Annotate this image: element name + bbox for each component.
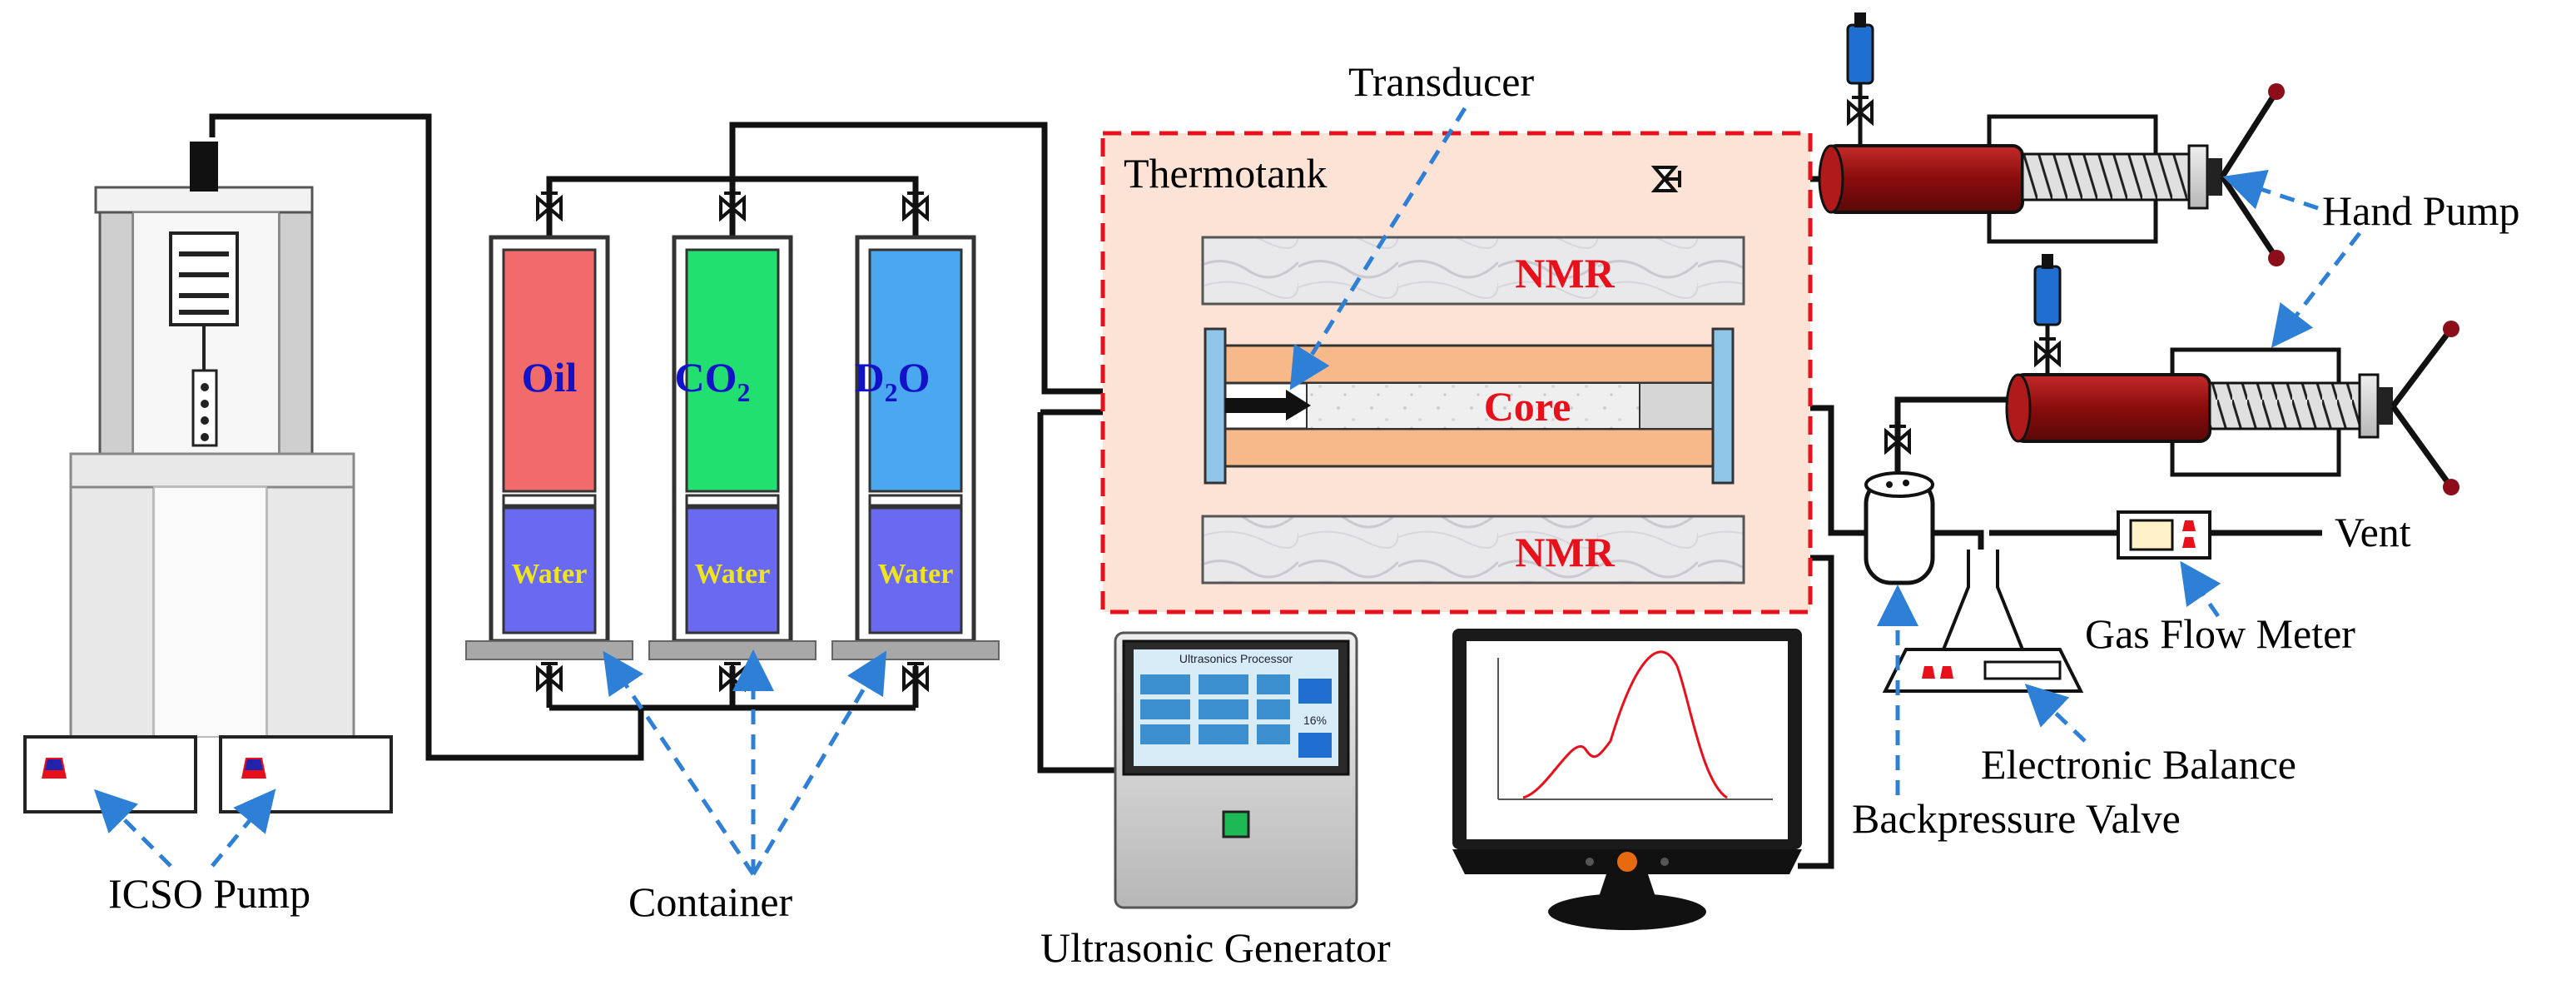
gas-cylinder [1846, 23, 1874, 85]
water-label: Water [695, 559, 771, 590]
water-chamber [502, 506, 597, 634]
containers: Oil CO2 D2O Water Water Water [465, 192, 1000, 690]
monitor-icon [1452, 629, 1802, 930]
nmr-magnet-bottom [1201, 515, 1745, 585]
core-sample [1306, 382, 1640, 430]
nmr-magnet-top [1201, 236, 1745, 306]
endcap-right [1711, 327, 1735, 485]
oil-chamber [502, 248, 597, 493]
oil-label: Oil [522, 354, 578, 401]
hand-pump-label: Hand Pump [2322, 187, 2520, 234]
electronic-balance [1882, 550, 2084, 693]
screw-spring [2021, 152, 2191, 201]
hand-pump-bottom [2005, 254, 2459, 495]
vent-label: Vent [2335, 509, 2411, 555]
water-chamber [685, 506, 780, 634]
thermotank-label: Thermotank [1124, 150, 1327, 197]
power-button[interactable] [1222, 810, 1250, 838]
nmr-label-bottom: NMR [1515, 529, 1615, 575]
water-chamber [868, 506, 963, 634]
pump-barrel [1825, 144, 2024, 214]
icso-pump-label: ICSO Pump [108, 870, 310, 917]
gas-flow-meter [2117, 510, 2211, 560]
d2o-label: D2O [854, 354, 930, 407]
screw-spring [2208, 381, 2361, 430]
backpressure-valve-label: Backpressure Valve [1852, 795, 2181, 842]
nmr-label-top: NMR [1515, 250, 1615, 296]
electronic-balance-label: Electronic Balance [1981, 741, 2296, 788]
ultrasonic-generator-label: Ultrasonic Generator [1040, 924, 1391, 971]
water-label: Water [512, 559, 588, 590]
thermotank: Thermotank NMR NMR Core [1100, 131, 1813, 614]
transducer-label: Transducer [1348, 58, 1534, 105]
d2o-chamber [868, 248, 963, 493]
icso-pump [23, 142, 393, 813]
gas-cylinder [2033, 265, 2062, 326]
pump-barrel [2013, 373, 2211, 443]
ultrasonic-generator-icon: Ultrasonics Processor 16% [1114, 631, 1358, 909]
container-label: Container [628, 878, 793, 925]
processor-title: Ultrasonics Processor [1179, 652, 1293, 665]
hand-pump-top [1818, 12, 2285, 266]
processor-level: 16% [1303, 714, 1327, 727]
endcap-left [1204, 327, 1227, 485]
core-label: Core [1484, 383, 1571, 430]
transducer-probe [1225, 390, 1311, 420]
gas-flow-meter-label: Gas Flow Meter [2085, 610, 2355, 657]
co2-chamber [685, 248, 780, 493]
pump-coil [169, 231, 239, 326]
water-label: Water [878, 559, 954, 590]
nmr-t2-curve [1522, 650, 1728, 799]
backpressure-valve [1864, 425, 1935, 585]
co2-label: CO2 [675, 354, 751, 407]
